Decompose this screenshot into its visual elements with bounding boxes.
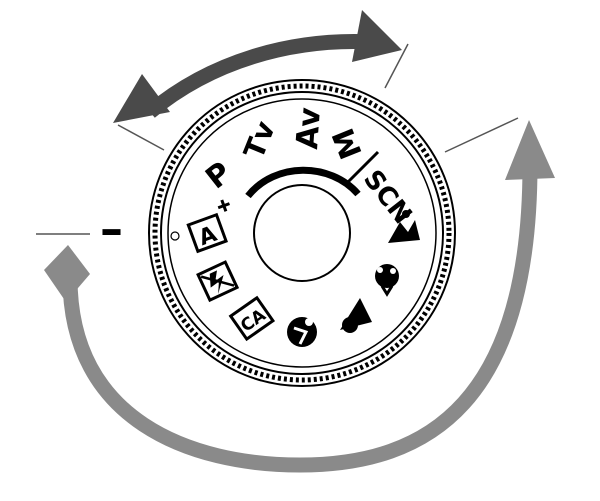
night-portrait-icon xyxy=(340,298,372,333)
mode-av-label: Av xyxy=(290,106,328,150)
flash-off-icon xyxy=(196,260,240,303)
running-person-icon xyxy=(287,317,317,347)
flower-icon xyxy=(375,264,399,297)
mode-dial xyxy=(148,79,456,387)
double-headed-curved-arrow-icon xyxy=(113,10,402,123)
dial-center-button xyxy=(253,184,351,282)
curved-arrow-icon xyxy=(44,120,555,473)
index-marker: – xyxy=(100,202,123,256)
zone-divider xyxy=(345,150,380,185)
creative-zone-arc xyxy=(245,166,361,199)
guide-lines xyxy=(36,43,519,235)
guide-line-right xyxy=(444,117,519,153)
guide-line-left xyxy=(117,124,165,151)
mountain-icon xyxy=(388,210,420,243)
dial-dot xyxy=(170,231,180,241)
guide-line-top xyxy=(384,43,409,89)
auto-plus-icon: A xyxy=(186,199,230,254)
